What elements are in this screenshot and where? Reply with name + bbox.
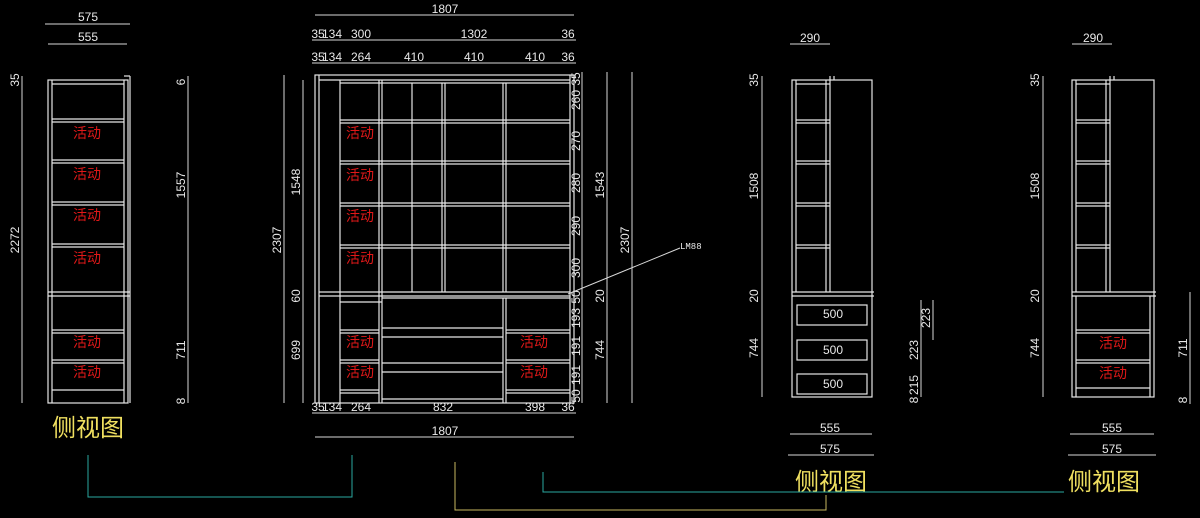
- dim-width: 555: [1102, 421, 1122, 435]
- dim: 832: [433, 400, 453, 414]
- connector-line-cyan: [542, 472, 1064, 493]
- movable-label: 活动: [1099, 366, 1127, 382]
- dim: 20: [747, 289, 761, 303]
- dim: 1508: [1028, 172, 1042, 199]
- view-title: 侧视图: [1068, 468, 1140, 496]
- dim: 191: [569, 365, 583, 385]
- dim: 134: [322, 27, 342, 41]
- dim: 270: [569, 131, 583, 151]
- dim: 8: [1176, 396, 1190, 403]
- dim: 50: [569, 290, 583, 304]
- movable-label: 活动: [346, 335, 374, 351]
- dim: 215: [907, 375, 921, 395]
- dim: 50: [569, 389, 583, 403]
- dim-width: 555: [820, 421, 840, 435]
- dim: 264: [351, 400, 371, 414]
- dim: 35: [311, 50, 325, 64]
- dim-35: 35: [8, 73, 22, 87]
- movable-label: 活动: [346, 126, 374, 142]
- connector-line-cyan: [87, 455, 353, 498]
- dim-width-575: 575: [78, 10, 98, 24]
- dim-711: 711: [174, 340, 188, 359]
- dim: 744: [593, 340, 607, 360]
- dim: 699: [289, 340, 303, 360]
- drawer-depth: 500: [823, 307, 843, 321]
- movable-label: 活动: [73, 251, 101, 267]
- dim-height: 2307: [270, 226, 284, 253]
- leader-note: LM88: [680, 242, 702, 252]
- drawer-depth: 500: [823, 377, 843, 391]
- dim: 300: [569, 258, 583, 278]
- dim: 711: [1176, 338, 1190, 357]
- dim: 36: [561, 50, 575, 64]
- movable-label: 活动: [73, 126, 101, 142]
- dim: 744: [1028, 338, 1042, 358]
- dim: 35: [311, 400, 325, 414]
- movable-label: 活动: [346, 209, 374, 225]
- dim-width: 575: [820, 442, 840, 456]
- front-view: 1807 35 134 300 1302 36 35 134 264 410 4…: [270, 2, 702, 438]
- dim: 264: [351, 50, 371, 64]
- dim: 35: [747, 73, 761, 87]
- movable-label: 活动: [73, 335, 101, 351]
- dim-2272: 2272: [8, 226, 22, 253]
- dim: 223: [907, 340, 921, 360]
- dim-total-width: 1807: [432, 424, 459, 438]
- dim: 1543: [593, 171, 607, 198]
- dim-width: 290: [1083, 31, 1103, 45]
- dim: 20: [1028, 289, 1042, 303]
- side-view-right: 290 35 1508 20 744 711 8 活动 活动 555 575 侧…: [1028, 31, 1191, 496]
- dim: 36: [561, 400, 575, 414]
- dim-total-width: 1807: [432, 2, 459, 16]
- dim-8: 8: [174, 397, 188, 404]
- dim: 290: [569, 216, 583, 236]
- dim-width: 290: [800, 31, 820, 45]
- view-title: 侧视图: [795, 468, 867, 496]
- dim: 300: [351, 27, 371, 41]
- dim: 260: [569, 90, 583, 110]
- dim: 410: [525, 50, 545, 64]
- dim-6: 6: [174, 78, 188, 85]
- movable-label: 活动: [73, 167, 101, 183]
- dim: 35: [1028, 73, 1042, 87]
- dim-width: 575: [1102, 442, 1122, 456]
- side-view-middle: 290 35 1508 20 744 500 500 500 223 223 2…: [747, 31, 934, 496]
- dim: 20: [593, 289, 607, 303]
- dim: 193: [569, 308, 583, 328]
- movable-label: 活动: [346, 251, 374, 267]
- movable-label: 活动: [1099, 336, 1127, 352]
- dim: 36: [561, 27, 575, 41]
- dim-height: 2307: [618, 226, 632, 253]
- movable-label: 活动: [73, 208, 101, 224]
- drawer-depth: 500: [823, 343, 843, 357]
- movable-label: 活动: [346, 365, 374, 381]
- connector-line-yellow: [454, 462, 827, 511]
- dim: 8: [907, 396, 921, 403]
- dim: 398: [525, 400, 545, 414]
- dim: 410: [464, 50, 484, 64]
- side-view-left: 575 555 35 2272 6 1557 711 8 活动 活动 活动 活动…: [8, 10, 189, 442]
- dim: 35: [311, 27, 325, 41]
- dim: 134: [322, 50, 342, 64]
- dim: 1508: [747, 172, 761, 199]
- dim: 280: [569, 173, 583, 193]
- movable-label: 活动: [73, 365, 101, 381]
- dim: 60: [289, 289, 303, 303]
- dim: 410: [404, 50, 424, 64]
- movable-label: 活动: [346, 168, 374, 184]
- movable-label: 活动: [520, 365, 548, 381]
- dim: 134: [322, 400, 342, 414]
- dim: 35: [569, 72, 583, 86]
- dim-1557: 1557: [174, 171, 188, 198]
- view-title: 侧视图: [52, 414, 124, 442]
- dim: 191: [569, 336, 583, 356]
- dim: 744: [747, 338, 761, 358]
- dim: 223: [919, 308, 933, 328]
- movable-label: 活动: [520, 335, 548, 351]
- dim: 1548: [289, 168, 303, 195]
- dim: 1302: [461, 27, 488, 41]
- dim-width-555: 555: [78, 30, 98, 44]
